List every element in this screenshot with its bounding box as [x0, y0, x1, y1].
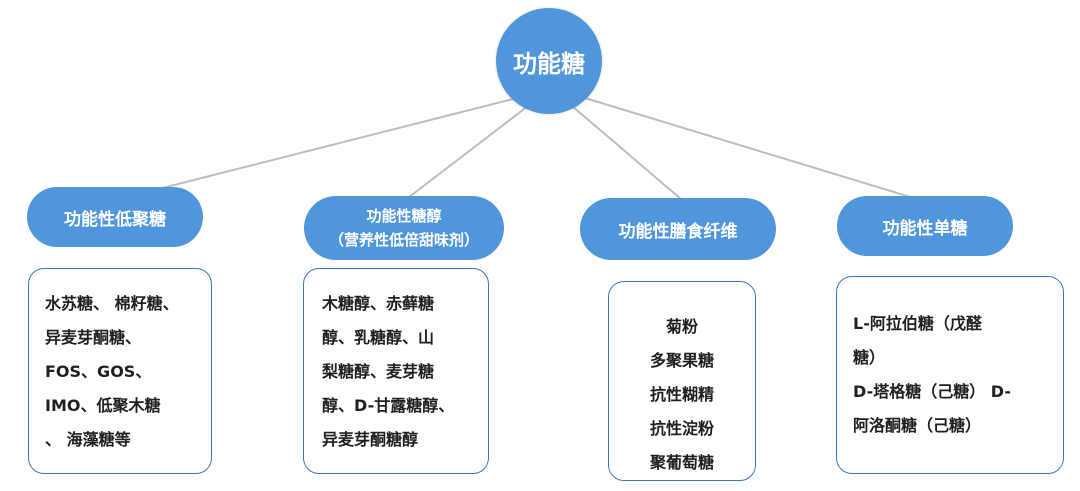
category-node-monosaccharide: 功能性单糖 [837, 196, 1013, 256]
item-line: 糖） [853, 348, 886, 367]
item-line: 、 海藻糖等 [45, 430, 131, 449]
root-node: 功能糖 [496, 8, 602, 114]
category-label-line: 功能性单糖 [882, 218, 968, 239]
item-line: 聚葡萄糖 [649, 453, 714, 472]
root-label: 功能糖 [513, 49, 585, 78]
item-line: D-塔格糖（己糖） D- [853, 382, 1012, 401]
item-line: 异麦芽酮糖、 [45, 328, 142, 347]
connector-line-3 [571, 105, 689, 206]
category-node-sugar-alcohol: 功能性糖醇 （营养性低倍甜味剂） [304, 196, 504, 260]
items-box-sugar-alcohol: 木糖醇、赤藓糖 醇、乳糖醇、山 梨糖醇、麦芽糖 醇、D-甘露糖醇、 异麦芽酮糖醇 [303, 268, 489, 474]
items-box-dietary-fiber: 菊粉 多聚果糖 抗性糊精 抗性淀粉 聚葡萄糖 [608, 281, 756, 481]
item-line: 多聚果糖 [649, 351, 714, 370]
category-label-line: 功能性低聚糖 [64, 209, 166, 230]
item-line: 木糖醇、赤藓糖 [322, 294, 435, 313]
item-line: 水苏糖、 棉籽糖、 [45, 294, 179, 313]
connector-line-1 [114, 97, 518, 201]
item-line: 抗性淀粉 [649, 419, 714, 438]
items-box-monosaccharide: L-阿拉伯糖（戊醛 糖） D-塔格糖（己糖） D- 阿洛酮糖（己糖） [836, 276, 1064, 474]
category-label-subtitle: （营养性低倍甜味剂） [328, 231, 479, 249]
category-label-line: 功能性膳食纤维 [618, 221, 738, 242]
connector-line-2 [399, 105, 529, 205]
items-box-oligosaccharide: 水苏糖、 棉籽糖、 异麦芽酮糖、 FOS、GOS、 IMO、低聚木糖 、 海藻糖… [28, 268, 212, 474]
item-line: 梨糖醇、麦芽糖 [322, 362, 435, 381]
item-line: 醇、乳糖醇、山 [322, 328, 435, 347]
category-label-line: 功能性糖醇 [366, 207, 442, 225]
item-line: 抗性糊精 [649, 385, 714, 404]
category-node-oligosaccharide: 功能性低聚糖 [27, 187, 203, 247]
connector-line-4 [584, 97, 931, 204]
item-line: 醇、D-甘露糖醇、 [322, 396, 455, 415]
category-node-dietary-fiber: 功能性膳食纤维 [580, 198, 776, 260]
item-line: 异麦芽酮糖醇 [322, 430, 419, 449]
item-line: IMO、低聚木糖 [45, 396, 161, 415]
item-line: 阿洛酮糖（己糖） [853, 416, 982, 435]
item-line: 菊粉 [665, 317, 698, 336]
item-line: L-阿拉伯糖（戊醛 [853, 314, 982, 333]
item-line: FOS、GOS、 [45, 362, 152, 381]
